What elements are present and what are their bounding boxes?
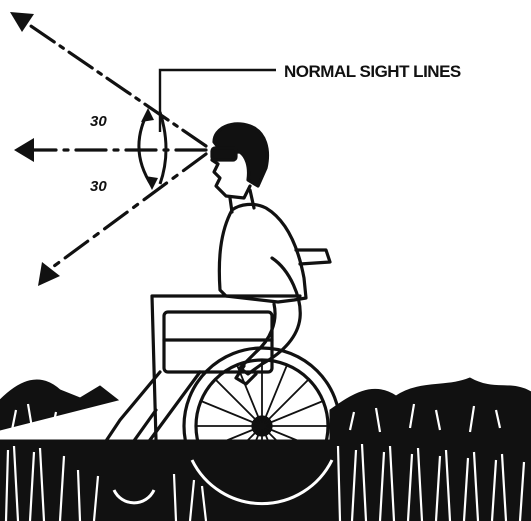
callout-label: NORMAL SIGHT LINES — [284, 62, 461, 81]
lower-angle-label: 30 — [90, 178, 107, 195]
lower-sight-line — [46, 154, 206, 272]
sunglasses — [212, 148, 236, 160]
callout-leader — [160, 70, 276, 132]
arm — [240, 258, 300, 374]
upper-sight-line — [28, 24, 206, 146]
left-arrowhead — [14, 138, 34, 162]
sight-lines — [28, 24, 206, 272]
grass-ground — [0, 378, 531, 521]
upper-angle-label: 30 — [90, 113, 107, 130]
upper-arrowhead — [10, 12, 34, 32]
